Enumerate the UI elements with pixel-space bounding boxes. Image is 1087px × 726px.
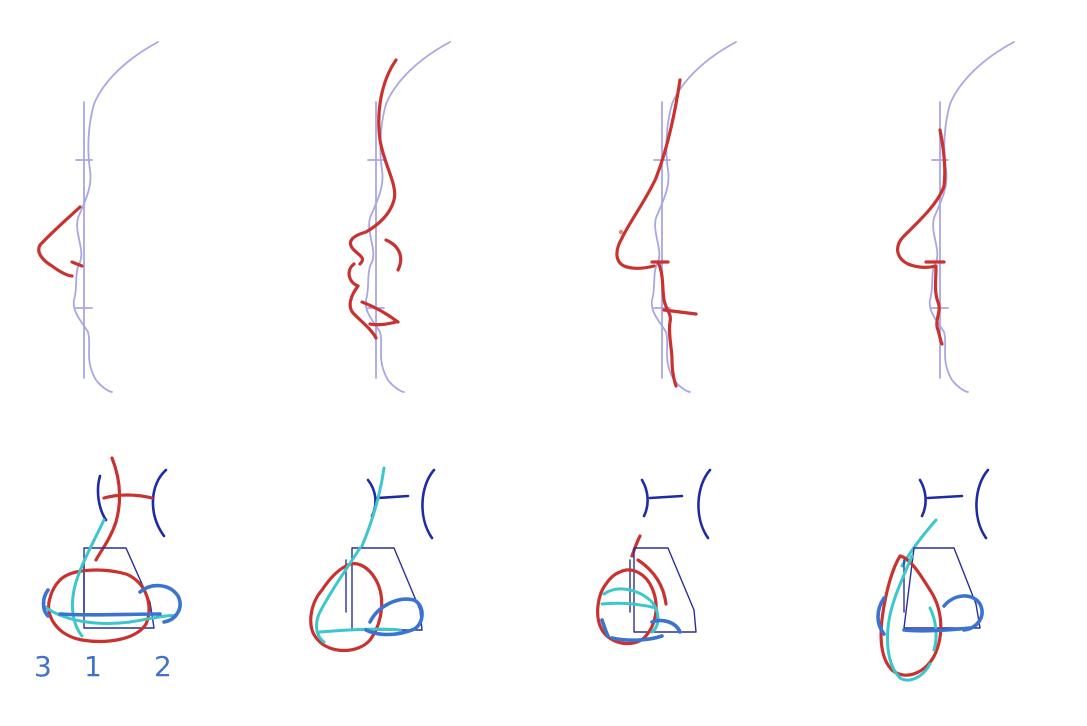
nose-3 [596, 468, 712, 646]
nose-4-ball [879, 554, 943, 677]
nose-4-base-box [903, 547, 981, 629]
label-2: 2 [154, 650, 172, 683]
profile-3-forehead-arc [671, 41, 737, 105]
nose-1-base-stroke [58, 612, 162, 617]
nose-2-ball [309, 562, 384, 652]
profile-2-face-contour [364, 103, 405, 393]
nose-3-brow-connector [648, 494, 684, 500]
profile-3-upper-lip-line [656, 260, 678, 388]
nose-3-right-brow-arc [697, 468, 712, 540]
nose-3-left-brow-arc [640, 478, 649, 518]
profile-4 [896, 41, 1015, 393]
nose-3-base-stroke [610, 634, 664, 642]
profile-1-nostril-line [70, 260, 84, 268]
profile-2-nostril-curve [384, 238, 403, 272]
nose-2-right-wing [364, 597, 424, 637]
nose-1-left-wing [41, 588, 50, 618]
label-3: 3 [34, 650, 52, 683]
nose-1-cyan-sweep [42, 604, 178, 625]
nose-3-base-box [633, 547, 697, 633]
nose-1-right-wing [138, 583, 182, 624]
nose-4-left-brow-arc [918, 478, 927, 518]
nose-2-base-box [351, 547, 423, 631]
profile-1-forehead-arc [93, 41, 159, 105]
nose-4-brow-connector [926, 494, 964, 500]
nose-3-bridge-line [630, 534, 642, 558]
nose-3-right-wing [650, 618, 682, 634]
nose-2-cyan-curve [315, 546, 362, 644]
nose-4-base-stroke [902, 626, 972, 633]
nose-3-cyan-sweep [600, 601, 658, 610]
profile-4-nose-line [896, 128, 947, 269]
profile-3-face-contour [650, 103, 691, 393]
profile-2-upper-lip-line [347, 262, 378, 340]
nose-1-bridge-line [94, 456, 122, 562]
profile-1 [37, 41, 159, 393]
nose-1-brow-connector [102, 493, 154, 500]
nose-4-cyan-loop [886, 554, 932, 682]
nose-2-right-brow-arc [421, 468, 436, 540]
profile-4-lip-line [933, 266, 944, 346]
profile-3-nose-line [615, 78, 682, 270]
nose-2-cyan-sweep [318, 627, 402, 634]
profile-3-mouth-line [662, 308, 698, 316]
label-1: 1 [84, 650, 102, 683]
nose-4-right-wing [942, 594, 984, 632]
profile-2-mouth-stroke [368, 320, 398, 327]
nose-2 [309, 466, 436, 652]
nose-1-right-brow-arc [151, 468, 168, 538]
nose-3-inner-curve [636, 558, 668, 606]
profile-2-forehead-arc [385, 41, 451, 105]
nose-1-cyan-curve [70, 518, 106, 638]
nose-3-ball [596, 568, 658, 646]
nose-4 [876, 468, 990, 682]
profile-2 [347, 41, 451, 393]
nose-2-bridge-line [360, 466, 386, 548]
nose-2-brow-connector [376, 494, 410, 500]
nose-1-left-brow-arc [96, 474, 108, 522]
profile-3 [615, 41, 737, 393]
nose-3-cyan-curve [602, 587, 660, 634]
profile-3-dot [618, 229, 624, 235]
nose-4-left-wing [876, 596, 886, 636]
nose-4-right-brow-arc [975, 468, 990, 540]
nose-4-cyan-sweep [928, 606, 938, 652]
profile-1-face-contour [72, 103, 113, 393]
profile-2-forehead-nose-line [348, 58, 398, 266]
profile-1-nose-line [37, 205, 82, 278]
nose-1-ball [47, 568, 151, 644]
profile-4-forehead-arc [949, 41, 1015, 105]
nose-3-left-mark [600, 618, 610, 638]
profile-4-face-contour [928, 103, 969, 393]
nose-1: 3 1 2 [34, 456, 182, 683]
